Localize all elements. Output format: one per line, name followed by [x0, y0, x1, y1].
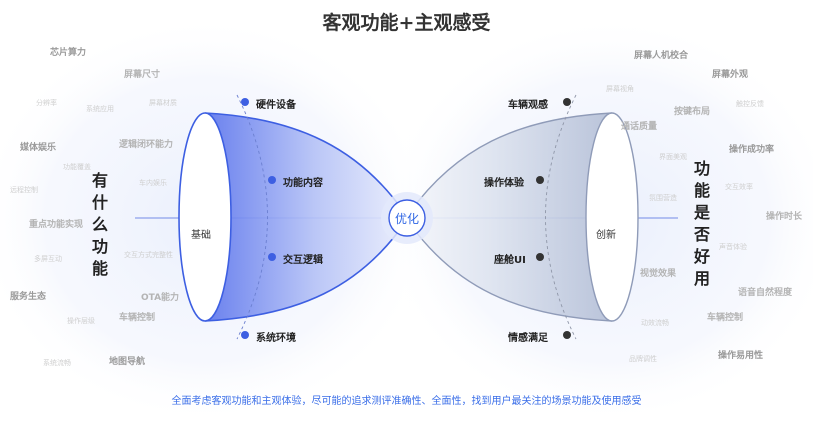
left-tag: 远程控制 [10, 186, 38, 194]
left-dashed-arc [236, 94, 268, 340]
right-tag: 车辆控制 [707, 313, 744, 323]
right-vertical-char: 好 [693, 247, 710, 266]
right-tag: 品牌调性 [629, 355, 657, 363]
left-tag: 功能覆盖 [63, 163, 91, 171]
left-marker [268, 253, 276, 261]
left-tag: 重点功能实现 [29, 220, 84, 230]
left-tag: 操作层级 [67, 317, 95, 325]
left-tag: 交互方式完整性 [124, 251, 173, 259]
right-vertical-char: 是 [693, 203, 710, 222]
left-tag: OTA能力 [141, 293, 180, 303]
right-tag: 视觉效果 [640, 269, 677, 279]
left-tag: 媒体娱乐 [20, 143, 57, 153]
left-tag: 逻辑闭环能力 [119, 140, 174, 150]
left-tag: 系统应用 [86, 105, 114, 113]
right-base-label: 创新 [596, 230, 616, 241]
left-funnel-mouth [178, 112, 232, 322]
left-tag: 芯片算力 [50, 48, 87, 58]
left-tag: 多屏互动 [34, 255, 62, 263]
left-point-label: 系统环境 [256, 333, 296, 344]
right-tag: 动效流畅 [641, 319, 669, 327]
right-tag: 语音自然程度 [738, 288, 793, 298]
left-point-label: 交互逻辑 [283, 255, 323, 266]
right-vertical-char: 功 [693, 159, 710, 178]
right-dashed-arc [545, 94, 577, 340]
left-tag: 服务生态 [10, 292, 47, 302]
right-funnel-mouth [585, 112, 639, 322]
left-marker [268, 176, 276, 184]
right-vertical-char: 用 [693, 269, 710, 288]
right-tag: 交互效率 [725, 183, 753, 191]
center-label: 优化 [395, 212, 420, 226]
left-tag: 系统流畅 [43, 359, 71, 367]
caption: 全面考虑客观功能和主观体验，尽可能的追求测评准确性、全面性，找到用户最关注的场景… [171, 396, 642, 407]
left-tag: 车辆控制 [119, 313, 156, 323]
right-tag: 氛围营造 [649, 194, 677, 202]
right-tag: 操作成功率 [729, 145, 775, 155]
left-point-label: 功能内容 [283, 178, 323, 189]
diagram-title: 客观功能+主观感受 [322, 12, 491, 34]
right-tag: 屏幕视角 [606, 85, 634, 93]
left-marker [241, 98, 249, 106]
right-marker [536, 176, 544, 184]
right-tag: 通话质量 [621, 122, 658, 132]
right-tag: 按键布局 [674, 107, 711, 117]
right-tag: 屏幕人机校合 [634, 51, 689, 61]
left-tag: 车内娱乐 [139, 179, 167, 187]
right-point-label: 操作体验 [484, 178, 524, 189]
center-node [388, 199, 426, 237]
left-tag: 屏幕材质 [149, 99, 177, 107]
right-marker [536, 253, 544, 261]
right-point-label: 情感满足 [508, 333, 548, 344]
left-base-label: 基础 [191, 230, 211, 241]
left-tag: 屏幕尺寸 [124, 70, 161, 80]
right-vertical-char: 否 [693, 225, 710, 244]
right-point-label: 车辆观感 [508, 100, 548, 111]
right-tag: 操作时长 [766, 212, 803, 222]
right-marker [563, 98, 571, 106]
left-vertical-label: 有 什 么 功 能 [90, 170, 110, 280]
right-vertical-label: 功 能 是 否 好 用 [692, 158, 712, 290]
right-marker [563, 331, 571, 339]
left-point-label: 硬件设备 [256, 100, 296, 111]
right-tag: 屏幕外观 [712, 70, 749, 80]
right-tag: 界面美观 [659, 153, 687, 161]
left-vertical-char: 么 [91, 215, 108, 234]
left-tag: 分辨率 [36, 99, 57, 107]
right-vertical-char: 能 [693, 181, 710, 200]
left-vertical-char: 能 [91, 259, 108, 278]
right-tag: 触控反馈 [736, 100, 764, 108]
left-vertical-char: 有 [91, 171, 108, 190]
right-tag: 操作易用性 [718, 351, 764, 361]
right-funnel [410, 113, 612, 321]
right-tag: 声音体验 [719, 243, 747, 251]
right-point-label: 座舱UI [494, 255, 526, 266]
left-tag: 地图导航 [109, 357, 146, 367]
left-marker [241, 331, 249, 339]
left-vertical-char: 什 [91, 193, 108, 212]
left-funnel [205, 113, 404, 321]
left-vertical-char: 功 [91, 237, 108, 256]
